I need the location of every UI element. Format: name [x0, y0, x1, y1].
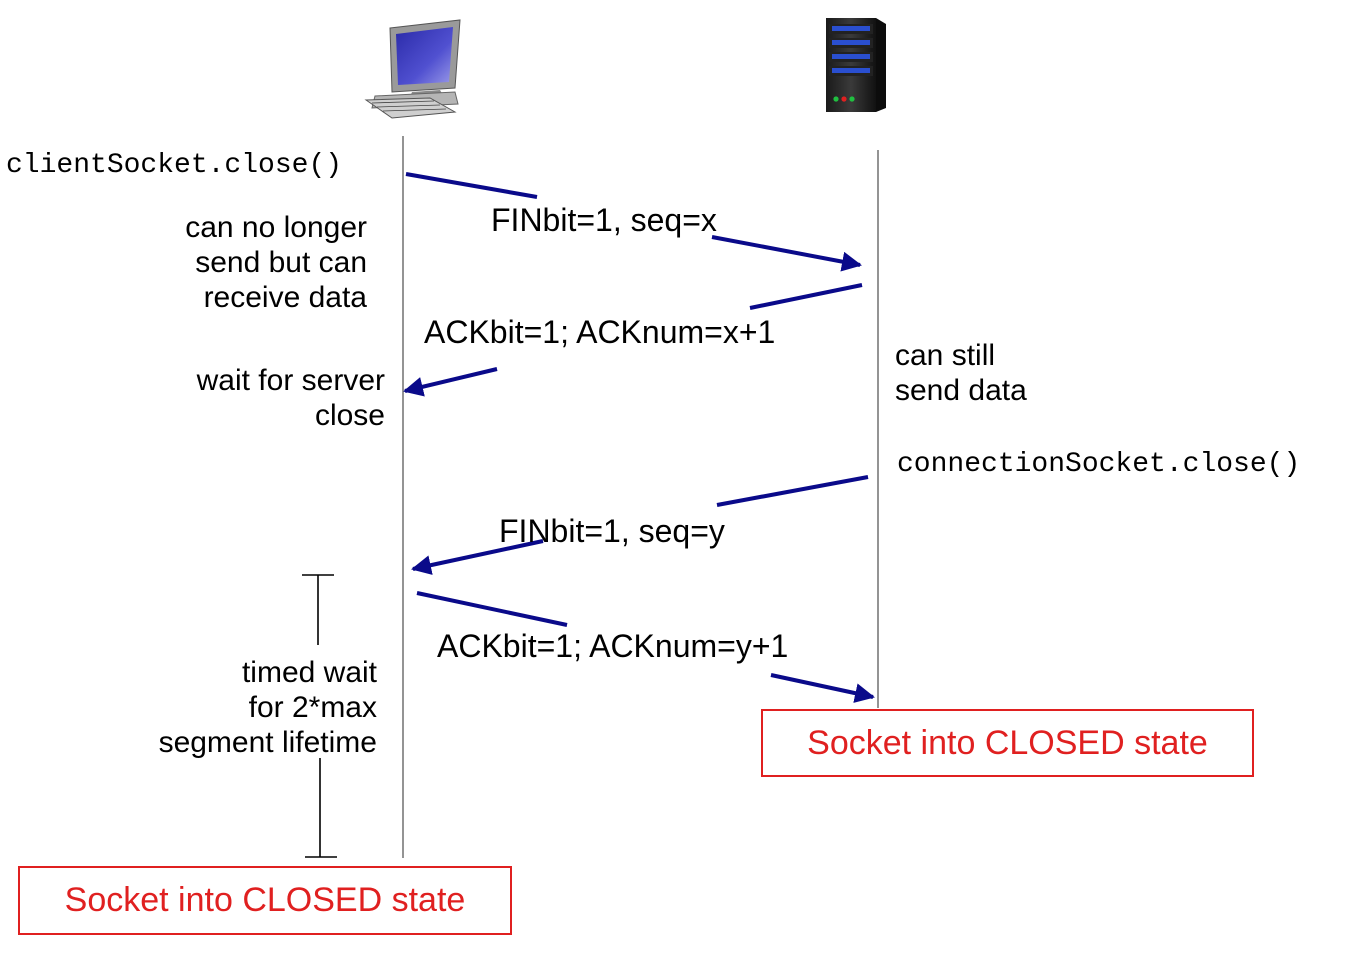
server-close-call: connectionSocket.close() [897, 449, 1301, 480]
client-half-closed-note: can no longer send but can receive data [185, 210, 367, 315]
server-tower-icon [826, 18, 886, 112]
ack-y-arrow [416, 591, 875, 703]
server-still-send-note: can still send data [895, 338, 1027, 408]
server-closed-state-box: Socket into CLOSED state [761, 709, 1254, 777]
server-closed-state-label: Socket into CLOSED state [807, 723, 1208, 762]
note-line: send data [895, 374, 1027, 407]
note-line: can still [895, 339, 996, 372]
fin-x-arrow [405, 172, 862, 272]
client-wait-note: wait for server close [197, 363, 385, 433]
note-line: can no longer [185, 211, 367, 244]
client-timed-wait-note: timed wait for 2*max segment lifetime [159, 655, 377, 760]
client-close-call: clientSocket.close() [6, 150, 343, 181]
note-line: wait for server [196, 364, 385, 397]
note-line: send but can [195, 246, 367, 279]
note-line: for 2*max [248, 691, 377, 724]
fin-y-arrow [411, 475, 869, 575]
fin-y-label: FINbit=1, seq=y [499, 513, 725, 549]
ack-y-label: ACKbit=1; ACKnum=y+1 [437, 628, 789, 664]
client-closed-state-label: Socket into CLOSED state [64, 881, 466, 919]
fin-x-label: FINbit=1, seq=x [491, 202, 717, 238]
note-line: timed wait [241, 656, 377, 689]
desktop-computer-icon [364, 19, 461, 119]
note-line: close [314, 399, 385, 432]
note-line: receive data [203, 281, 367, 314]
ack-x-arrow [403, 283, 863, 397]
note-line: segment lifetime [158, 726, 377, 759]
timed-wait-bracket [302, 574, 337, 858]
client-closed-state-box: Socket into CLOSED state [18, 866, 512, 935]
ack-x-label: ACKbit=1; ACKnum=x+1 [424, 314, 776, 350]
